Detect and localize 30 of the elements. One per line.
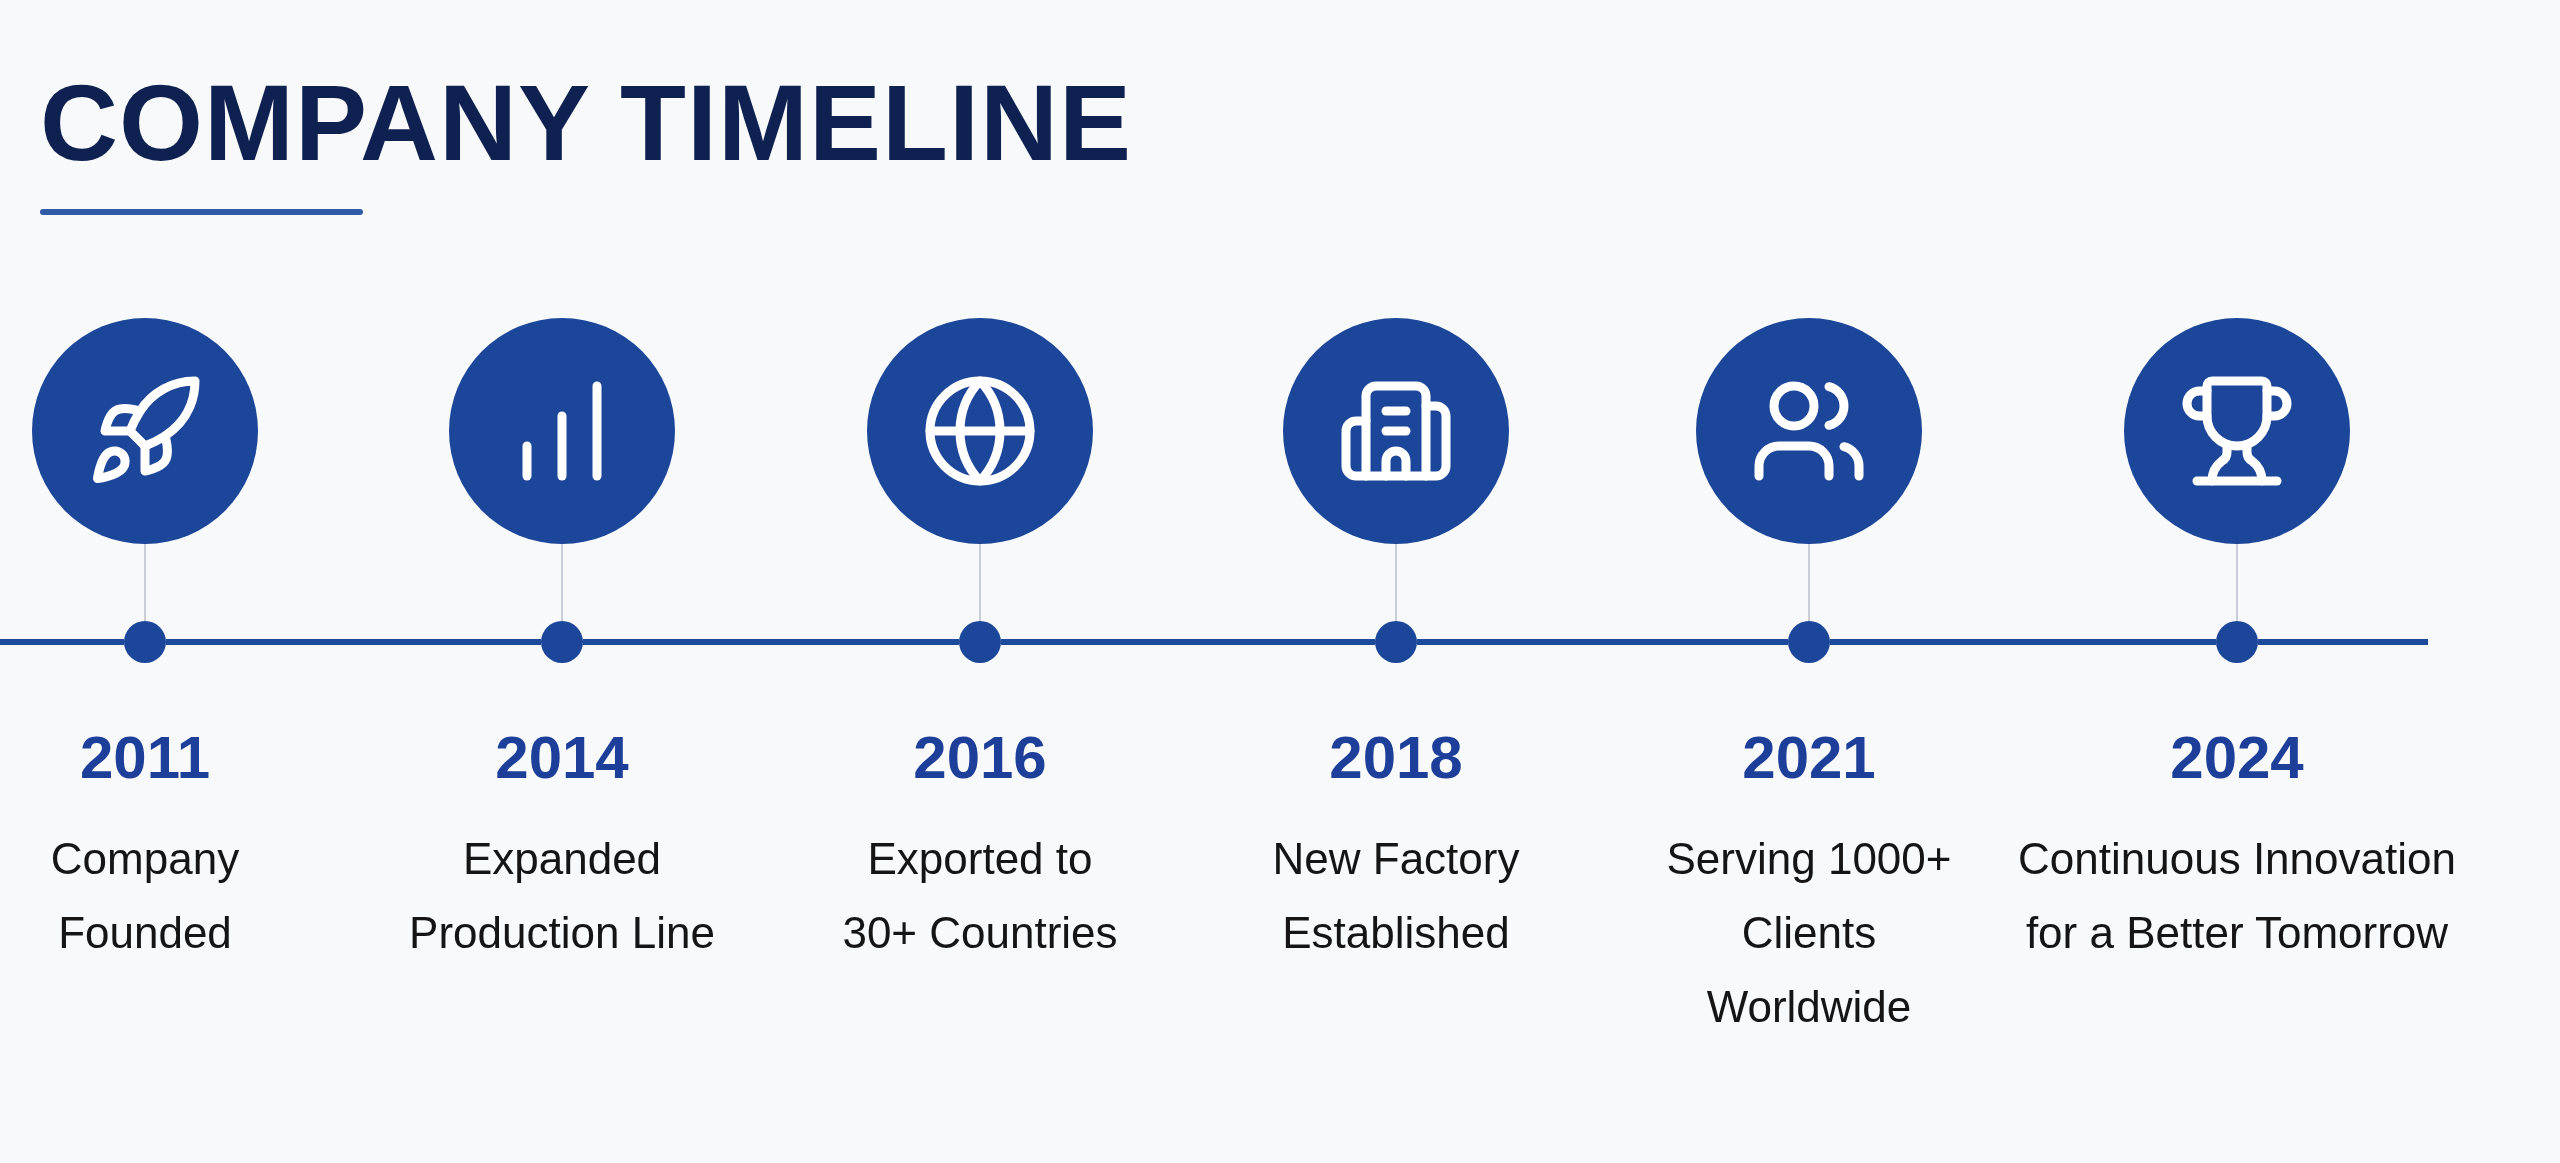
year-label: 2021 [1742, 723, 1876, 793]
milestone-description: Exported to 30+ Countries [841, 833, 1119, 959]
connector-line [144, 543, 146, 622]
timeline-dot [124, 621, 166, 663]
timeline-segment [1417, 639, 1788, 645]
timeline-dot [1788, 621, 1830, 663]
connector-line [561, 543, 563, 622]
timeline-segment [166, 639, 541, 645]
year-label: 2011 [79, 723, 211, 793]
timeline-dot [2216, 621, 2258, 663]
year-label: 2016 [913, 723, 1047, 793]
milestone-description: Serving 1000+ Clients Worldwide [1666, 833, 1952, 1033]
timeline-segment [583, 639, 959, 645]
timeline-dot [1375, 621, 1417, 663]
year-label: 2024 [2170, 723, 2304, 793]
connector-line [2236, 543, 2238, 622]
connector-line [1808, 543, 1810, 622]
milestone-description: New Factory Established [1271, 833, 1521, 959]
year-label: 2018 [1329, 723, 1463, 793]
title: COMPANY TIMELINE [40, 61, 1133, 185]
timeline-segment [1001, 639, 1375, 645]
timeline-segment [1830, 639, 2216, 645]
milestone-description: Expanded Production Line [408, 833, 716, 959]
milestone-description: Continuous Innovation for a Better Tomorrow [2017, 833, 2457, 959]
timeline-dot [959, 621, 1001, 663]
timeline-dot [541, 621, 583, 663]
milestone-description: Company Founded [49, 833, 241, 959]
connector-line [979, 543, 981, 622]
year-label: 2014 [495, 723, 629, 793]
connector-line [1395, 543, 1397, 622]
